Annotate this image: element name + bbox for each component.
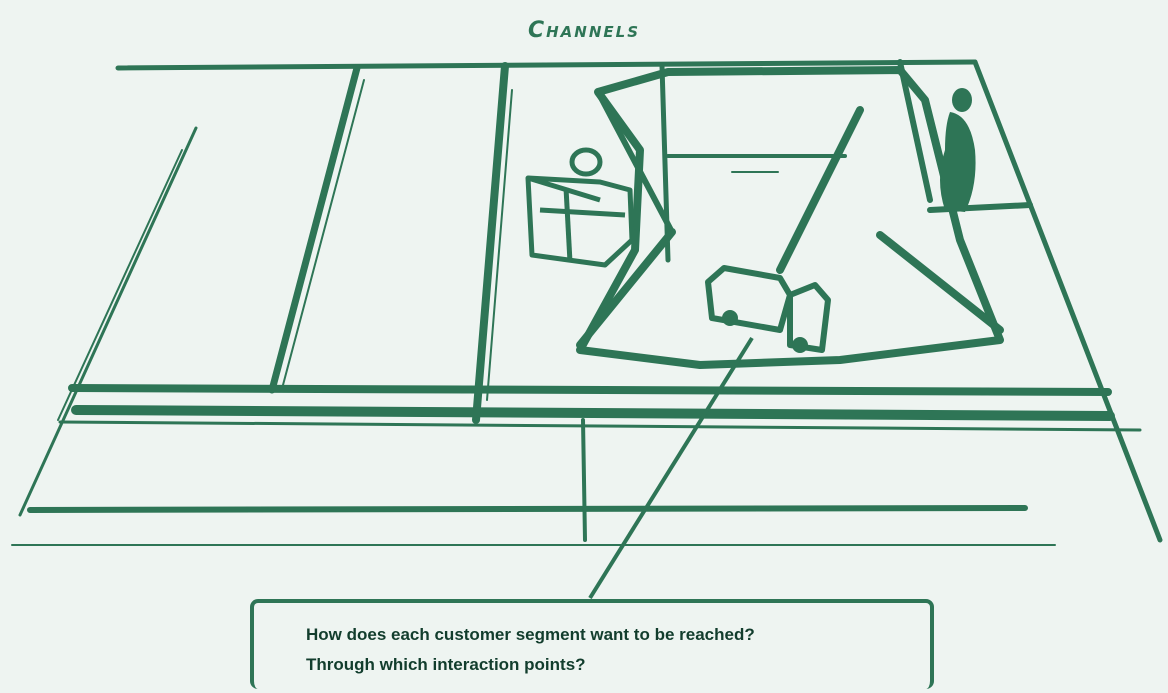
callout-line-1: How does each customer segment want to b… [306,625,755,645]
divider-partners-activities [272,68,357,390]
person-icon [940,88,976,212]
question-callout: How does each customer segment want to b… [250,599,934,689]
canvas-left-edge [20,128,196,515]
band-upper [72,388,1108,392]
truck-icon [708,268,828,350]
callout-pointer [590,338,752,598]
band-lower [30,508,1025,510]
callout-line-2: Through which interaction points? [306,655,586,675]
divider-value-relationships [662,66,668,260]
gift-icon [528,150,632,265]
canvas-right-edge [975,62,1160,540]
divider-cost-revenue [583,420,585,540]
